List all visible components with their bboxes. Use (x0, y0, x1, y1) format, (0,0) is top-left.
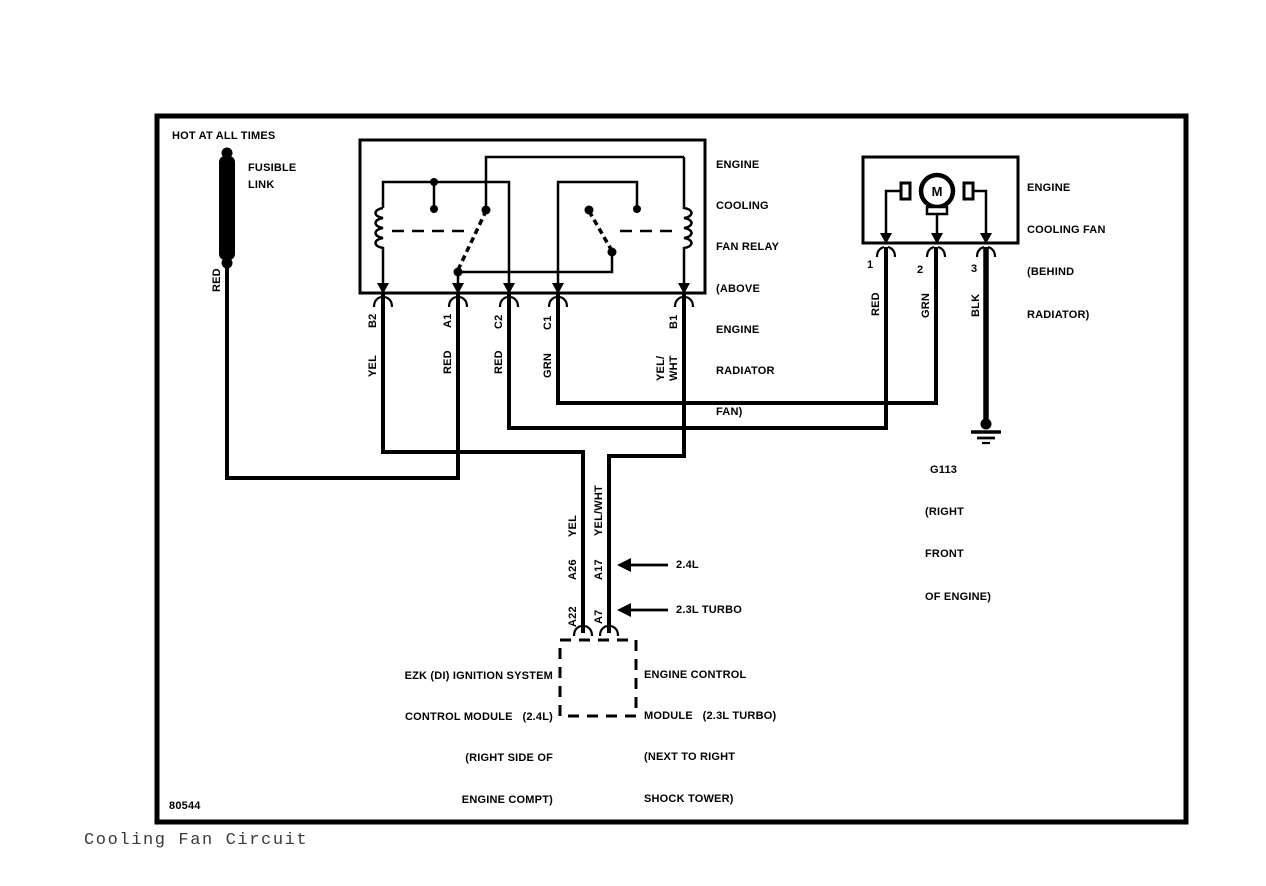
module-right-line: MODULE (2.3L TURBO) (644, 710, 777, 723)
fan-pin-arrow-icons (880, 233, 992, 244)
module-pin-id: A26 (567, 559, 579, 580)
variant-label: 2.3L TURBO (676, 604, 742, 616)
module-left-line: (RIGHT SIDE OF (465, 752, 553, 765)
relay-coil-left (374, 206, 385, 283)
wire-color-label: RED (442, 350, 454, 374)
fan-name-label: ENGINE COOLING FAN (BEHIND RADIATOR) (1027, 155, 1106, 336)
relay-box (358, 138, 707, 295)
wire-color-label: RED (870, 292, 882, 316)
fan-pin-number: 3 (971, 263, 978, 275)
relay-junction-dots (430, 178, 641, 277)
diagram-caption: Cooling Fan Circuit (84, 831, 309, 850)
feed-wire-color-label: RED (211, 268, 223, 292)
relay-pin-id: C2 (493, 314, 505, 329)
relay-name-line: FAN) (716, 406, 743, 419)
wire-color-label: YEL/WHT (593, 485, 605, 536)
variant-label: 2.4L (676, 559, 699, 571)
control-module-box (558, 638, 638, 718)
motor-symbol (884, 172, 988, 233)
wire-color-label: GRN (920, 292, 932, 318)
relay-name-line: ENGINE (716, 323, 760, 336)
fan-name-line: ENGINE (1027, 182, 1071, 194)
ground-location-line: FRONT (925, 548, 964, 561)
relay-rail-right (556, 180, 639, 283)
module-pin-id: A7 (593, 609, 605, 624)
wire-red-C2-to-fan (507, 247, 888, 430)
module-right-line: (NEXT TO RIGHT (644, 751, 736, 764)
fan-pin-number: 1 (867, 259, 874, 271)
fan-box (861, 155, 1020, 245)
module-pin-id: A17 (593, 559, 605, 580)
relay-rail-top (484, 155, 684, 210)
fan-name-line: COOLING FAN (1027, 224, 1106, 237)
relay-name-line: RADIATOR (716, 365, 775, 378)
diagram-border (154, 113, 1189, 825)
relay-pin-id: B2 (367, 313, 379, 328)
wire-color-label: YEL (367, 355, 379, 377)
fusible-link-symbol (219, 147, 235, 269)
fan-name-line: (BEHIND (1027, 266, 1075, 279)
wire-grn-C1-to-fan (556, 247, 938, 405)
relay-rail-left (381, 180, 511, 283)
wire-color-label: WHT (668, 355, 680, 381)
relay-switch-arm-right (587, 210, 614, 252)
module-connector-icons (572, 624, 620, 637)
ground-symbol (971, 418, 1001, 445)
relay-name-line: (ABOVE (716, 282, 760, 295)
wire-color-label: RED (493, 350, 505, 374)
fusible-link-label-line1: FUSIBLE (248, 162, 297, 174)
relay-pin-id: B1 (668, 314, 680, 329)
relay-pin-arrow-icons (377, 283, 690, 294)
relay-name-line: ENGINE (716, 159, 760, 171)
variant-arrow-icons (617, 558, 668, 617)
module-left-line: EZK (DI) IGNITION SYSTEM (404, 670, 553, 682)
fan-name-line: RADIATOR) (1027, 308, 1090, 321)
relay-connector-icons (372, 295, 695, 308)
wire-yel-B2-to-module (381, 293, 585, 633)
relay-name-label: ENGINE COOLING FAN RELAY (ABOVE ENGINE R… (716, 133, 779, 433)
ground-location-line: (RIGHT (925, 506, 965, 519)
module-right-line: SHOCK TOWER) (644, 792, 734, 805)
module-left-name-label: EZK (DI) IGNITION SYSTEM CONTROL MODULE … (295, 644, 553, 821)
wire-color-label: BLK (970, 293, 982, 317)
circuit-wires (225, 247, 989, 633)
relay-switch-arm-left (456, 210, 488, 271)
relay-coil-right (682, 157, 693, 283)
ground-id: G113 (930, 464, 958, 476)
fusible-link-label-line2: LINK (248, 179, 275, 191)
relay-internals (374, 155, 693, 283)
module-right-name-label: ENGINE CONTROL MODULE (2.3L TURBO) (NEXT… (644, 643, 776, 820)
wire-red-feed-to-A1 (225, 263, 460, 480)
module-right-line: ENGINE CONTROL (644, 669, 747, 681)
wire-color-label: YEL/ (655, 355, 667, 381)
relay-pin-id: A1 (442, 313, 454, 328)
module-left-line: CONTROL MODULE (2.4L) (404, 711, 553, 724)
diagram-id: 80544 (169, 800, 201, 812)
wire-color-label: GRN (542, 352, 554, 378)
wire-color-label: YEL (567, 515, 579, 537)
wire-yelwht-B1-to-module (607, 293, 686, 633)
fan-pin-number: 2 (917, 264, 924, 276)
relay-name-line: FAN RELAY (716, 241, 780, 254)
motor-letter: M (931, 184, 943, 199)
ground-label: G113 (RIGHT FRONT OF ENGINE) (925, 437, 991, 618)
relay-common-link (456, 252, 614, 283)
module-left-line: ENGINE COMPT) (461, 793, 553, 806)
hot-at-all-times-label: HOT AT ALL TIMES (172, 130, 276, 142)
module-pin-id: A22 (567, 606, 579, 627)
relay-name-line: COOLING (716, 200, 769, 213)
relay-pin-id: C1 (542, 315, 554, 330)
fan-connector-icons (875, 245, 997, 258)
ground-location-line: OF ENGINE) (925, 590, 992, 603)
